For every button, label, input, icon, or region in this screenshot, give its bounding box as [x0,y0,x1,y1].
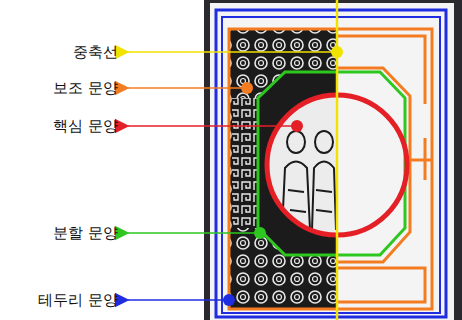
callout-label: 보조 문양 [53,79,118,97]
callout-label: 핵심 문양 [53,117,118,135]
callout-label: 테두리 문양 [38,291,118,309]
callout-label: 중축선 [73,43,118,61]
callout-label: 분할 문양 [53,224,118,242]
